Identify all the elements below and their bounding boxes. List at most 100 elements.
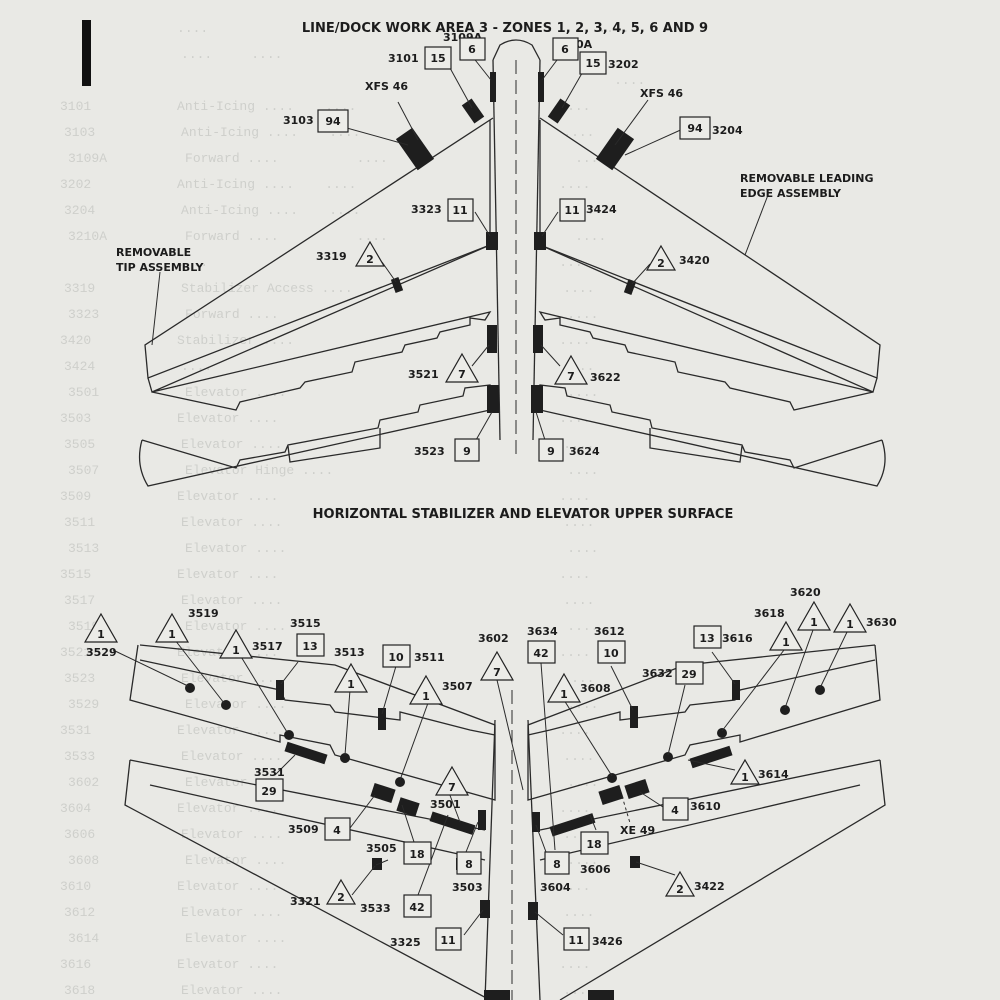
zone-tri-1g: 1	[782, 636, 790, 649]
zone-box-6b: 6	[561, 43, 569, 56]
ghost-line: 3606 Elevator .... ....	[64, 827, 595, 842]
tag-3319: 3319	[316, 250, 347, 263]
panel-3101	[461, 98, 485, 124]
tag-3519: 3519	[188, 607, 219, 620]
zone-box-13a: 13	[302, 640, 317, 653]
xfs46-right-label: XFS 46	[640, 87, 683, 100]
zone-box-42a: 42	[533, 647, 548, 660]
top-labels: 3109A 3101 XFS 46 3103 3210A 3202 XFS 46…	[116, 31, 874, 458]
tag-3503: 3503	[452, 881, 483, 894]
zone-box-4a: 4	[333, 824, 341, 837]
panel-3606	[549, 813, 596, 837]
ghost-line: 3210A Forward .... .... ....	[68, 229, 607, 244]
top-title: LINE/DOCK WORK AREA 3 - ZONES 1, 2, 3, 4…	[302, 21, 708, 36]
panel-3202	[547, 98, 571, 124]
bottom-labels: 3529 3519 3517 3515 3513 3511 3507 3602 …	[86, 586, 897, 949]
tag-3501: 3501	[430, 798, 461, 811]
removable-tip-label-2: TIP ASSEMBLY	[116, 261, 204, 274]
zone-tri-1f: 1	[560, 688, 568, 701]
top-zone-markers: 6 15 6 15 94 94 11 11 2 2 7 7 9 9	[317, 37, 711, 462]
tag-3529: 3529	[86, 646, 117, 659]
ghost-line: 3618 Elevator .... ....	[64, 983, 595, 998]
zone-tri-1b: 1	[168, 628, 176, 641]
tag-3511: 3511	[414, 651, 445, 664]
tag-3612: 3612	[594, 625, 625, 638]
margin-bar	[82, 20, 91, 86]
ghost-line: 3610 Elevator .... ....	[60, 879, 591, 894]
zone-box-10a: 10	[388, 651, 404, 664]
zone-box-13b: 13	[699, 632, 714, 645]
tag-3515: 3515	[290, 617, 321, 630]
right-elevator-upper	[538, 244, 878, 411]
zone-box-10b: 10	[603, 647, 619, 660]
right-elevator-lower	[539, 384, 886, 487]
panel-3325	[480, 900, 490, 918]
tag-3420: 3420	[679, 254, 710, 267]
tag-3507: 3507	[442, 680, 473, 693]
removable-le-label-2: EDGE ASSEMBLY	[740, 187, 842, 200]
tag-3323: 3323	[411, 203, 442, 216]
panel-3610	[598, 784, 624, 806]
ghost-line: 3612 Elevator .... ....	[64, 905, 595, 920]
zone-box-9a: 9	[463, 445, 471, 458]
panel-3503	[478, 810, 486, 830]
panel-3515	[276, 680, 284, 700]
tag-3426: 3426	[592, 935, 623, 948]
tag-3521: 3521	[408, 368, 439, 381]
ghost-line: 3604 Elevator .... ....	[60, 801, 591, 816]
zone-tri-2c: 2	[337, 891, 345, 904]
zone-box-11c: 11	[440, 934, 455, 947]
zone-tri-7d: 7	[448, 781, 456, 794]
panel-3103	[395, 127, 435, 171]
tag-3325: 3325	[390, 936, 421, 949]
left-stabilizer-top	[144, 117, 494, 379]
zone-tri-1-3614: 1	[741, 771, 749, 784]
zone-tri-7b: 7	[567, 370, 575, 383]
bottom-zone-markers: 1 1 1 13 1 10 1 7 42 10 1 13 29 1 1 1 1 …	[83, 600, 868, 951]
tag-3531: 3531	[254, 766, 285, 779]
ghost-line: .... ....	[60, 21, 630, 36]
ghost-line: 3503 Elevator .... ....	[60, 411, 591, 426]
middle-title: HORIZONTAL STABILIZER AND ELEVATOR UPPER…	[313, 507, 734, 522]
zone-box-94a: 94	[325, 115, 341, 128]
panel-3523	[487, 385, 499, 413]
panel-3424	[534, 232, 546, 250]
tag-3602: 3602	[478, 632, 509, 645]
ghost-line: 3511 Elevator .... ....	[64, 515, 595, 530]
ghost-line: .... ....	[60, 255, 591, 270]
tag-3608: 3608	[580, 682, 611, 695]
bottom-stabilizer-outline	[124, 644, 886, 1000]
zone-box-15b: 15	[585, 57, 600, 70]
left-elevator-lower-panel	[287, 428, 381, 463]
zone-box-94b: 94	[687, 122, 703, 135]
panel-3501	[429, 811, 476, 835]
zone-box-4b: 4	[671, 804, 679, 817]
removable-le-label-1: REMOVABLE LEADING	[740, 172, 874, 185]
bottom-leaders	[112, 629, 849, 936]
zone-box-42b: 42	[409, 901, 424, 914]
panel-3509	[370, 782, 396, 804]
panel-3426	[528, 902, 538, 920]
zone-box-8b: 8	[553, 858, 561, 871]
ghost-line: 3515 Elevator .... ....	[60, 567, 591, 582]
ghost-line: 3319 Stabilizer Access .... ....	[64, 281, 595, 296]
tag-3202: 3202	[608, 58, 639, 71]
tag-3624: 3624	[569, 445, 600, 458]
left-stabilizer-bottom	[124, 759, 491, 1000]
zone-tri-1c: 1	[232, 644, 240, 657]
tag-3610: 3610	[690, 800, 721, 813]
zone-box-11b: 11	[564, 204, 579, 217]
xfs46-left-label: XFS 46	[365, 80, 408, 93]
ghost-line: 3420 Stabilizer .... ....	[60, 333, 591, 348]
tag-3620: 3620	[790, 586, 821, 599]
tag-3321: 3321	[290, 895, 321, 908]
panel-3624	[531, 385, 543, 413]
zone-tri-7a: 7	[458, 368, 466, 381]
panel-3533	[396, 797, 420, 817]
ghost-line: 3616 Elevator .... ....	[60, 957, 591, 972]
bottom-panels	[185, 680, 825, 1000]
fuselage-right-bottom	[527, 719, 541, 1000]
ghost-line: 3101 Anti-Icing .... .... ....	[60, 99, 591, 114]
